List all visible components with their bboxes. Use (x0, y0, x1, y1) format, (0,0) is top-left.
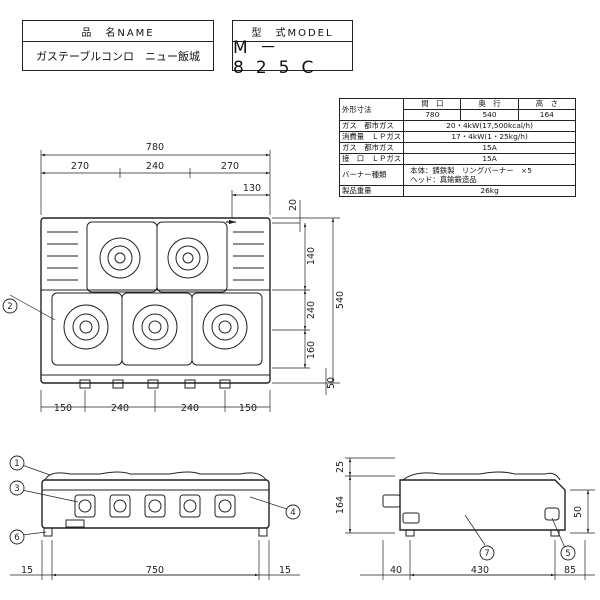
weight-value: 26kg (403, 185, 576, 197)
callout-2: 2 (2, 298, 18, 314)
burner-front-center (132, 304, 178, 350)
burner-rear-left (99, 237, 141, 279)
model-header: 型 式MODEL (233, 21, 352, 42)
callout-7: 7 (479, 545, 495, 561)
front-knobs (74, 494, 236, 518)
top-view-knobs (79, 379, 231, 389)
grate-rear-left (86, 221, 158, 293)
dim-right-140: 140 (306, 247, 317, 265)
dim-bottom-seg-2: 240 (111, 403, 129, 414)
grate-rear-right (156, 221, 228, 293)
dim-side-85: 85 (564, 565, 576, 576)
side-view-grates (402, 471, 561, 481)
grate-front-left (51, 292, 123, 366)
svg-text:6: 6 (14, 533, 19, 543)
svg-text:1: 1 (14, 459, 19, 469)
product-name-value: ガステーブルコンロ ニュー飯城 (35, 49, 201, 63)
dim-right-160: 160 (306, 341, 317, 359)
callouts: 1 2 3 4 5 6 7 (2, 298, 576, 561)
svg-text:2: 2 (7, 302, 12, 312)
dim-right-50: 50 (326, 377, 337, 389)
front-foot-right (258, 527, 268, 537)
callout-4: 4 (285, 504, 301, 520)
dim-bottom-seg-4: 150 (239, 403, 257, 414)
callout-6: 6 (9, 529, 25, 545)
top-view-dimensions (9, 150, 340, 412)
dim-top-seg-3: 270 (221, 161, 239, 172)
product-name-box: 品 名NAME ガステーブルコンロ ニュー飯城 (22, 20, 214, 71)
product-name-header: 品 名NAME (23, 21, 213, 42)
gas-label: ガス (342, 143, 357, 152)
dim-offset-130: 130 (243, 183, 261, 194)
dim-side-50: 50 (573, 506, 584, 518)
grate-front-right (191, 292, 263, 366)
dim-side-164: 164 (335, 496, 346, 514)
dim-offset-20: 20 (288, 199, 299, 211)
side-gas-connector (544, 507, 560, 521)
dim-side-40: 40 (390, 565, 402, 576)
callout-5: 5 (560, 545, 576, 561)
side-front-panel (402, 512, 420, 524)
right-vent-slots (233, 231, 264, 281)
side-view (382, 471, 566, 537)
top-view-dimension-labels: 780 270 240 270 130 20 140 240 160 50 54… (54, 142, 346, 414)
burner-rear-right (167, 237, 209, 279)
dim-bottom-seg-1: 150 (54, 403, 72, 414)
left-vent-slots (47, 231, 78, 281)
dim-bottom-seg-3: 240 (181, 403, 199, 414)
front-gas-inlet (65, 519, 85, 528)
svg-text:5: 5 (565, 549, 570, 559)
dim-side-430: 430 (471, 565, 489, 576)
front-view-grates (44, 471, 267, 481)
front-view-dimension-labels: 15 750 15 (21, 565, 291, 576)
burner-line-1: 本体：鋳鉄製 リングバーナー ×5 (410, 166, 532, 175)
dim-top-seg-2: 240 (146, 161, 164, 172)
svg-text:7: 7 (484, 549, 489, 559)
burner-front-right (202, 304, 248, 350)
lp-label-1: ＬＰガス (371, 132, 402, 141)
side-view-body (399, 479, 566, 531)
front-view (41, 471, 270, 537)
callout-1: 1 (9, 455, 25, 471)
connection-label: 接 口 (342, 154, 365, 163)
front-view-body (41, 479, 270, 529)
top-view (40, 217, 271, 389)
svg-text:4: 4 (290, 508, 295, 518)
top-view-outline (40, 217, 271, 384)
dim-top-seg-1: 270 (71, 161, 89, 172)
city-gas-label: 都市ガス (364, 143, 394, 152)
dim-front-15-left: 15 (21, 565, 33, 576)
dim-front-750: 750 (146, 565, 164, 576)
spec-table: 外形寸法 間 口 奥 行 高 さ 780 540 164 ガス 都市ガス 20・… (338, 98, 577, 197)
callout-3: 3 (9, 480, 25, 496)
svg-text:3: 3 (14, 484, 19, 494)
side-foot-rear (550, 529, 560, 537)
consumption-label: 消費量 (342, 132, 365, 141)
side-foot-front (405, 529, 415, 537)
side-view-dimensions (345, 457, 595, 580)
front-view-dimensions (10, 464, 300, 580)
dim-total-depth: 540 (335, 291, 346, 309)
burner-line-2: ヘッド：真鍮鍛造品 (410, 175, 477, 184)
grate-front-center (121, 292, 193, 366)
dim-side-25: 25 (335, 461, 346, 473)
side-view-dimension-labels: 25 164 50 40 430 85 (335, 461, 584, 576)
dim-right-240: 240 (306, 301, 317, 319)
dim-front-15-right: 15 (279, 565, 291, 576)
weight-label: 製品重量 (338, 185, 405, 197)
burner-front-left (63, 304, 109, 350)
dim-overall-width: 780 (146, 142, 164, 153)
side-knob (382, 494, 401, 508)
lp-label-2: ＬＰガス (371, 154, 402, 163)
